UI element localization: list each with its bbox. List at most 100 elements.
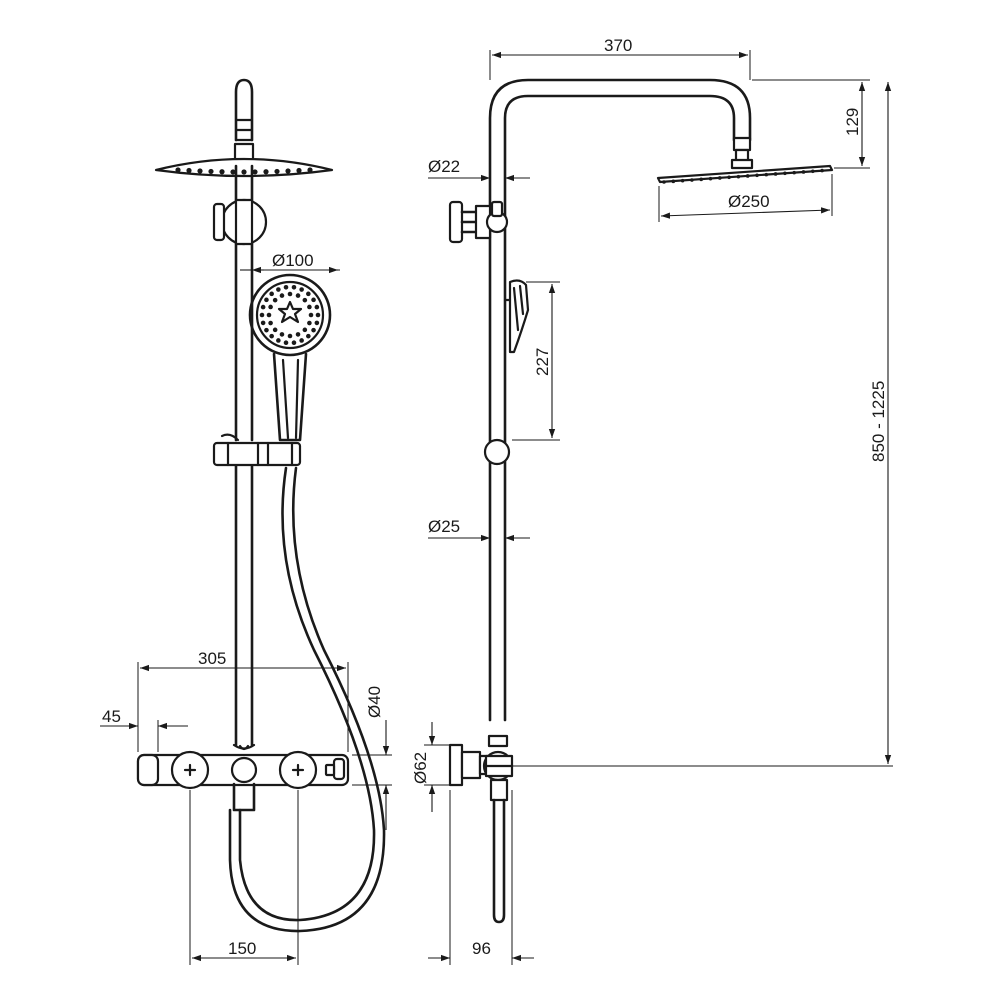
dim-upper-pipe-diameter: Ø22 xyxy=(428,157,460,176)
hand-nozzle xyxy=(276,338,281,343)
riser-top-joint xyxy=(234,118,254,142)
side-dimensions: 370 Ø22 129 Ø250 227 Ø25 850 - 1225 xyxy=(411,36,893,965)
hand-nozzle xyxy=(276,287,281,292)
hand-nozzle xyxy=(264,297,269,303)
side-head-shower xyxy=(656,164,834,184)
hand-nozzle xyxy=(268,320,273,326)
rain-shower-head xyxy=(154,157,334,178)
dim-lower-pipe-diameter: Ø25 xyxy=(428,517,460,536)
side-mixer xyxy=(448,734,514,924)
hand-nozzle xyxy=(260,304,266,310)
head-nozzle xyxy=(252,169,258,175)
front-view xyxy=(136,78,386,933)
side-head-nozzle xyxy=(690,178,694,182)
head-nozzle xyxy=(241,169,247,175)
head-nozzle xyxy=(296,167,302,174)
hand-nozzle xyxy=(302,297,308,303)
head-nozzle xyxy=(219,169,225,175)
hand-nozzle xyxy=(295,332,301,337)
side-arm-inner xyxy=(503,94,736,722)
dim-mixer-width: 305 xyxy=(198,649,226,668)
side-head-nozzle xyxy=(708,176,713,181)
side-hand-shower xyxy=(503,279,530,354)
thermostatic-mixer xyxy=(136,744,350,812)
hand-nozzle xyxy=(311,327,316,333)
dim-escutcheon-diameter: Ø62 xyxy=(411,752,430,784)
dim-height-range: 850 - 1225 xyxy=(869,381,888,462)
head-nozzle xyxy=(274,168,280,175)
diverter-valve xyxy=(212,198,268,246)
side-head-nozzle xyxy=(671,179,676,184)
dim-inlet-spacing: 150 xyxy=(228,939,256,958)
head-nozzle xyxy=(197,168,203,174)
front-dimensions: Ø100 305 45 Ø40 150 xyxy=(100,251,392,965)
hand-nozzle xyxy=(287,291,293,297)
hand-nozzle xyxy=(299,338,304,343)
hand-nozzle xyxy=(291,340,297,346)
side-head-nozzle xyxy=(718,176,722,180)
hand-nozzle xyxy=(287,333,293,339)
side-holder xyxy=(483,438,511,466)
head-nut xyxy=(233,142,255,162)
head-nozzle xyxy=(307,167,313,173)
head-nozzles xyxy=(175,167,313,175)
head-nozzle xyxy=(263,169,269,175)
hand-nozzle xyxy=(299,287,304,292)
side-head-nozzle xyxy=(792,170,796,175)
hand-nozzle xyxy=(269,333,274,339)
hand-nozzle xyxy=(302,327,308,333)
dim-hand-shower-diameter: Ø100 xyxy=(272,251,314,270)
head-nozzle xyxy=(175,167,181,173)
hand-nozzle xyxy=(314,304,320,310)
hand-nozzle xyxy=(283,340,289,346)
side-head-nozzle xyxy=(820,168,824,173)
hand-nozzle xyxy=(269,291,274,297)
hand-nozzle xyxy=(283,284,289,290)
hand-nozzle xyxy=(259,312,265,318)
dim-head-diameter: Ø250 xyxy=(728,192,770,211)
head-nozzle xyxy=(285,168,291,174)
hand-nozzle xyxy=(307,304,312,310)
hand-nozzle xyxy=(306,333,311,339)
hand-nozzle xyxy=(311,297,316,303)
dim-arm-length: 370 xyxy=(604,36,632,55)
hand-nozzle xyxy=(308,312,314,318)
side-head-nozzle xyxy=(773,172,778,176)
hand-nozzle xyxy=(260,320,266,326)
hand-nozzle xyxy=(279,293,285,298)
side-head-nozzle xyxy=(783,171,787,176)
side-view xyxy=(448,78,834,924)
hand-nozzle xyxy=(291,284,297,290)
side-head-nozzles xyxy=(662,168,824,184)
hand-nozzle xyxy=(272,327,278,333)
hand-nozzle xyxy=(279,332,285,337)
dim-connection-diameter: Ø40 xyxy=(365,686,384,718)
side-head-nozzle xyxy=(811,169,815,174)
side-head-nozzle xyxy=(801,170,806,174)
hand-nozzle xyxy=(264,327,269,333)
dim-wall-distance: 96 xyxy=(472,939,491,958)
side-head-nozzle xyxy=(764,172,769,177)
hand-nozzle xyxy=(315,312,321,318)
head-nozzle xyxy=(230,169,236,175)
hand-nozzle xyxy=(314,320,320,326)
dim-hand-shower-length: 227 xyxy=(533,348,552,376)
hand-nozzle xyxy=(266,312,272,318)
hand-nozzle xyxy=(268,304,273,310)
side-head-connector xyxy=(730,136,754,170)
side-arm xyxy=(488,78,752,722)
side-head-nozzle xyxy=(745,174,750,178)
shower-hose xyxy=(228,466,386,933)
hand-nozzle xyxy=(272,297,278,303)
side-head-nozzle xyxy=(755,173,759,178)
shower-holder xyxy=(212,433,302,467)
hand-nozzle xyxy=(295,293,301,298)
hand-nozzle xyxy=(307,320,312,326)
hand-nozzle xyxy=(306,291,311,297)
head-nozzle xyxy=(208,168,214,175)
side-head-nozzle xyxy=(699,177,703,182)
side-head-nozzle xyxy=(662,180,666,184)
riser-top-cap xyxy=(234,78,254,142)
head-nozzle xyxy=(186,167,192,174)
